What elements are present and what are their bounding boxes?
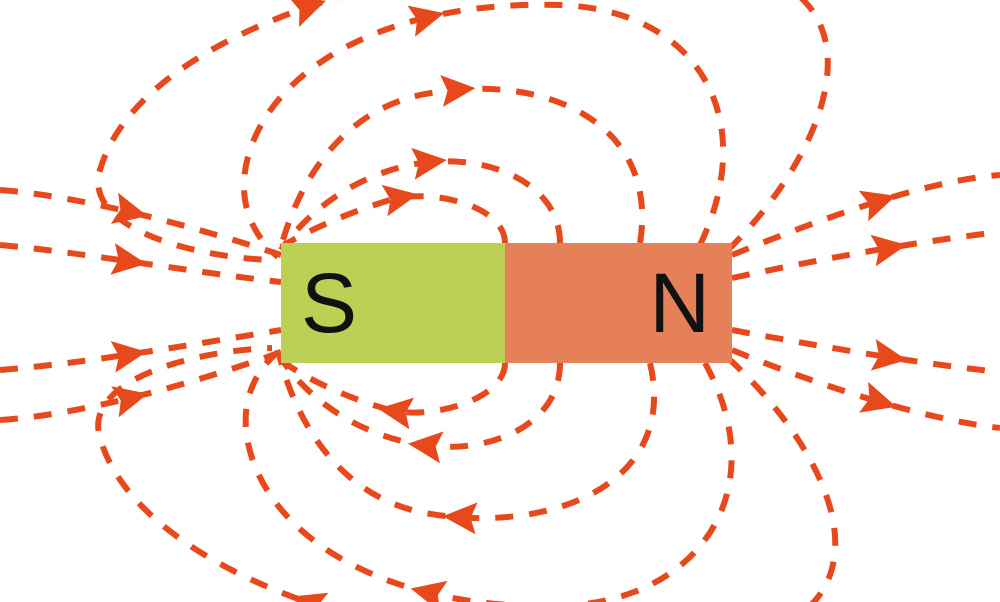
field-line-arrow-icon [410,580,448,602]
field-line-arrow-icon [381,184,418,217]
field-line-arrow-icon [870,338,907,371]
south-pole-label: S [301,256,358,350]
field-line [240,1,726,260]
field-line [0,187,282,258]
field-line-arrow-icon [110,341,147,373]
field-line-arrow-icon [110,192,148,224]
field-line-arrow-icon [440,75,476,107]
field-line [95,0,831,263]
field-line [242,349,735,602]
field-line-arrow-icon [407,431,444,464]
field-line-arrow-icon [870,234,907,267]
field-line [278,356,563,450]
field-line [276,85,645,256]
field-line-arrow-icon [291,592,329,602]
north-pole[interactable]: N [505,243,732,363]
field-line-arrow-icon [111,386,148,418]
field-line-arrow-icon [411,147,447,180]
field-line [95,345,839,602]
field-line-arrow-icon [288,0,326,28]
field-line-arrow-icon [110,243,147,275]
bar-magnet[interactable]: S N [281,243,732,363]
field-line-arrow-icon [858,190,896,222]
field-line [278,158,563,252]
field-line-arrow-icon [859,381,897,413]
south-pole[interactable]: S [281,243,505,363]
field-line [276,353,658,522]
field-line-arrow-icon [378,397,414,430]
field-line-arrow-icon [407,5,445,37]
field-line [730,347,1000,431]
field-line [0,349,283,423]
field-line-arrow-icon [442,502,478,535]
north-pole-label: N [649,256,710,350]
field-line [730,172,1000,258]
